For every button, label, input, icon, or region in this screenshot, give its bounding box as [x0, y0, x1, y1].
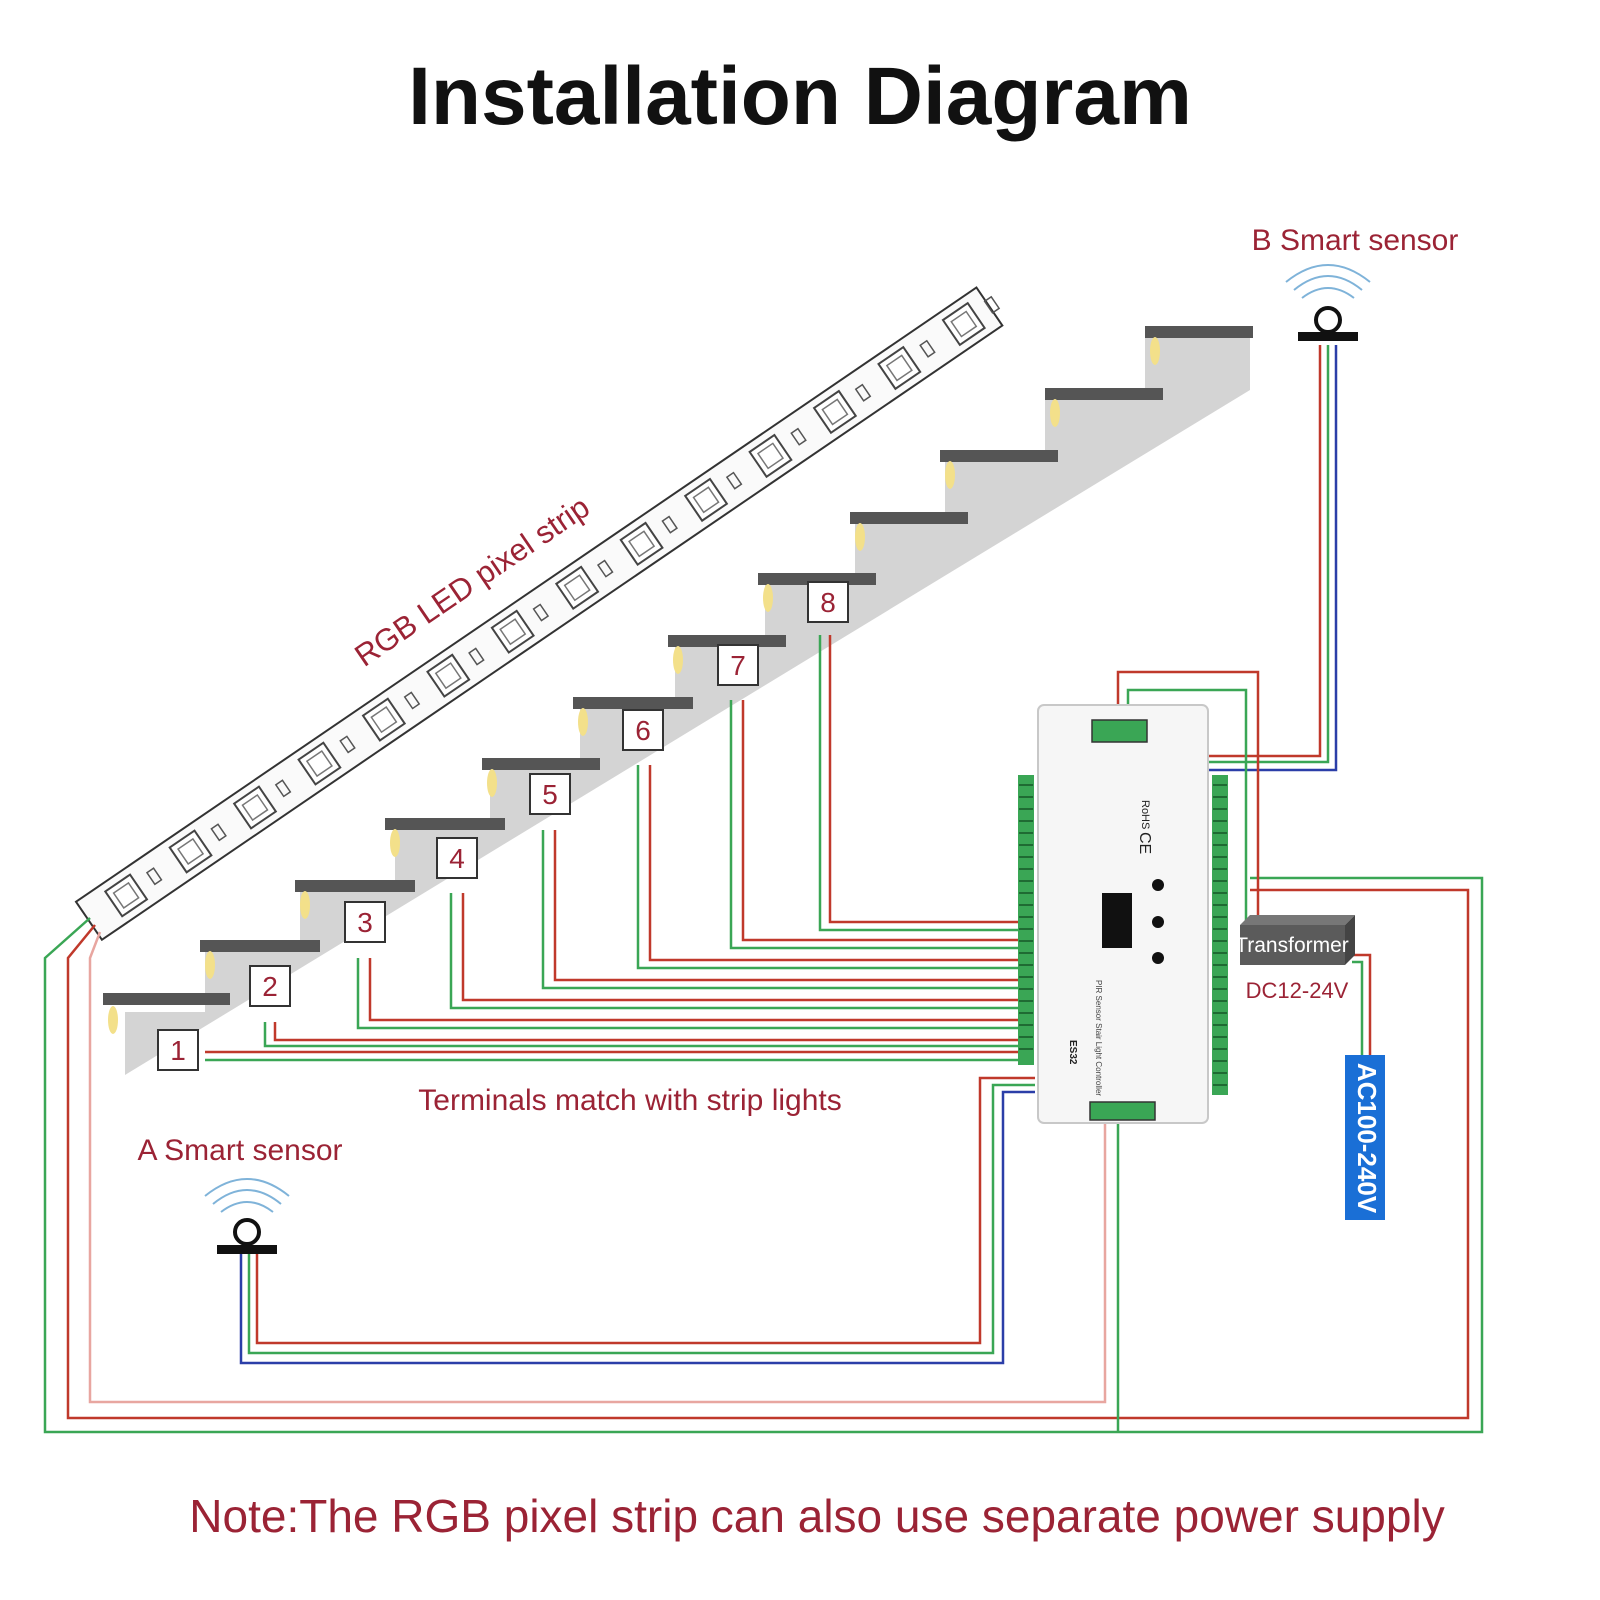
sensor-a: [204, 1178, 290, 1254]
step-box-8: 8: [807, 581, 849, 623]
sensor-b-label: B Smart sensor: [1252, 224, 1459, 257]
resistor-icon: [468, 647, 485, 666]
resistor-icon: [725, 471, 743, 490]
resistor-icon: [983, 295, 1001, 314]
led-pixel-icon: [361, 697, 407, 742]
resistor-icon: [403, 691, 421, 710]
strip-pixels: [103, 295, 1001, 918]
step-box-7: 7: [717, 644, 759, 686]
button-down: [1152, 916, 1164, 928]
rgb-led-pixel-strip: [74, 286, 1004, 942]
resistor-icon: [210, 823, 227, 842]
led-pixel-icon: [748, 433, 793, 479]
led-pixel-icon: [619, 521, 664, 567]
ac-voltage-label: AC100-240V: [1352, 1063, 1382, 1214]
led-pixel-icon: [941, 301, 987, 347]
step-box-6: 6: [622, 709, 664, 751]
sensor-a-icon: [233, 1218, 261, 1246]
led-pixel-icon: [232, 785, 278, 830]
led-pixel-icon: [490, 609, 535, 654]
step-lights: [108, 337, 1160, 1034]
controller-model: ES32: [1067, 1040, 1078, 1065]
step-box-2: 2: [249, 965, 291, 1007]
button-up: [1152, 879, 1164, 891]
transformer: Transformer: [1235, 915, 1355, 965]
step-number: 6: [635, 715, 651, 746]
step-box-1: 1: [157, 1029, 199, 1071]
right-terminal-block: [1212, 775, 1228, 1095]
step-wires: [205, 635, 1025, 1062]
led-pixel-icon: [812, 389, 858, 435]
step-number-boxes: 1 2 3 4 5 6 7 8: [157, 581, 849, 1071]
transformer-label: Transformer: [1235, 934, 1349, 957]
controller-name: PIR Sensor Stair Light Controller: [1094, 980, 1103, 1096]
strip-power-wires: [43, 876, 1484, 1434]
step-number: 4: [449, 843, 465, 874]
step-number: 2: [262, 971, 278, 1002]
left-terminal-block: [1018, 775, 1034, 1065]
terminal-screws: [1019, 784, 1227, 1086]
step-number: 7: [730, 650, 746, 681]
top-connector: [1091, 719, 1148, 743]
sensor-a-label: A Smart sensor: [137, 1134, 342, 1167]
sensor-b-icon: [1314, 306, 1342, 334]
sensor-b: [1285, 264, 1371, 341]
led-pixel-icon: [297, 741, 342, 786]
step-number: 5: [542, 779, 558, 810]
button-mode: [1152, 952, 1164, 964]
led-pixel-icon: [554, 565, 600, 610]
sensor-b-wires: [1205, 345, 1338, 772]
resistor-icon: [661, 515, 678, 534]
resistor-icon: [339, 735, 356, 754]
led-pixel-icon: [426, 653, 471, 698]
rohs-mark: RoHS: [1139, 800, 1151, 829]
sensor-a-wires: [239, 1076, 1035, 1365]
resistor-icon: [854, 383, 872, 402]
bottom-connector: [1089, 1101, 1156, 1121]
led-pixel-icon: [103, 873, 149, 918]
led-pixel-icon: [683, 477, 729, 523]
ac-supply: AC100-240V: [1345, 1055, 1385, 1220]
led-pixel-icon: [877, 345, 922, 391]
controller-display: [1102, 893, 1132, 948]
step-number: 3: [357, 907, 373, 938]
step-number: 8: [820, 587, 836, 618]
ce-mark: CE: [1136, 832, 1153, 854]
resistor-icon: [596, 559, 614, 578]
step-number: 1: [170, 1035, 186, 1066]
resistor-icon: [919, 339, 936, 358]
step-box-4: 4: [436, 837, 478, 879]
page-title: Installation Diagram: [408, 51, 1192, 142]
step-box-3: 3: [344, 901, 386, 943]
note-text: Note:The RGB pixel strip can also use se…: [189, 1490, 1444, 1542]
resistor-icon: [790, 427, 807, 446]
resistor-icon: [532, 603, 550, 622]
resistor-icon: [145, 867, 163, 886]
terminals-label: Terminals match with strip lights: [418, 1084, 841, 1117]
led-pixel-icon: [168, 829, 213, 874]
resistor-icon: [274, 779, 292, 798]
step-box-5: 5: [529, 773, 571, 815]
dc-voltage-label: DC12-24V: [1246, 978, 1349, 1003]
stair-light-controller: CE RoHS PIR Sensor Stair Light Controlle…: [1018, 704, 1228, 1124]
